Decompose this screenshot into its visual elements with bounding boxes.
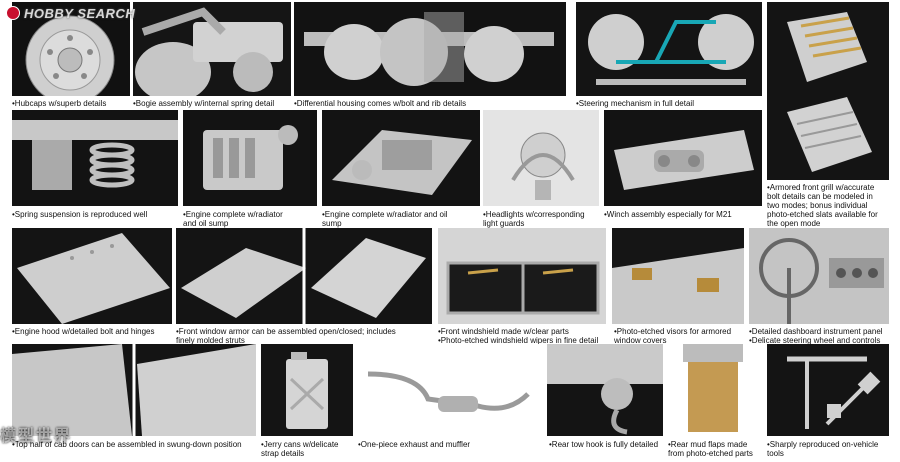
exhaust-image: [358, 344, 542, 436]
caption-hood: •Engine hood w/detailed bolt and hinges: [12, 327, 155, 336]
panel-engine2: [322, 110, 480, 206]
panel-spring: [12, 110, 178, 206]
caption-visors: •Photo-etched visors for armored window …: [614, 327, 732, 345]
panel-front-window: [176, 228, 432, 324]
winch-image: [604, 110, 762, 206]
engine1-image: [183, 110, 317, 206]
logo-mark-icon: [6, 6, 20, 20]
watermark-text: 模型世界: [0, 428, 73, 445]
tools-image: [767, 344, 889, 436]
hubcap-image: [12, 2, 130, 96]
panel-engine1: [183, 110, 317, 206]
windshield-image: [438, 228, 606, 324]
caption-differential: •Differential housing comes w/bolt and r…: [294, 99, 467, 108]
caption-tow-hook: •Rear tow hook is fully detailed: [549, 440, 659, 449]
panel-tools: [767, 344, 889, 436]
panel-headlights: [483, 110, 599, 206]
dashboard-image: [749, 228, 889, 324]
caption-bogie: •Bogie assembly w/internal spring detail: [133, 99, 275, 108]
spring-image: [12, 110, 178, 206]
visors-image: [612, 228, 744, 324]
tow-hook-image: [547, 344, 663, 436]
caption-winch: •Winch assembly especially for M21: [604, 210, 732, 219]
caption-windshield: •Front windshield made w/clear parts •Ph…: [438, 327, 599, 345]
panel-steering: [576, 2, 762, 96]
panel-winch: [604, 110, 762, 206]
headlights-image: [483, 110, 599, 206]
panel-cab-doors: [12, 344, 256, 436]
caption-steering: •Steering mechanism in full detail: [576, 99, 694, 108]
front-window-image: [176, 228, 432, 324]
panel-armored-grill: [767, 2, 889, 180]
panel-hood: [12, 228, 172, 324]
differential-image: [294, 2, 566, 96]
engine2-image: [322, 110, 480, 206]
panel-tow-hook: [547, 344, 663, 436]
panel-jerry: [261, 344, 353, 436]
watermark-url: www.moxingworld.com: [10, 448, 102, 458]
caption-mud-flaps: •Rear mud flaps made from photo-etched p…: [668, 440, 753, 458]
bogie-image: [133, 2, 291, 96]
caption-jerry: •Jerry cans w/delicate strap details: [261, 440, 339, 458]
panel-differential: [294, 2, 566, 96]
caption-armored-grill: •Armored front grill w/accurate bolt det…: [767, 183, 878, 228]
panel-bogie: [133, 2, 291, 96]
caption-spring: •Spring suspension is reproduced well: [12, 210, 148, 219]
mud-flaps-image: [668, 344, 762, 436]
panel-dashboard: [749, 228, 889, 324]
caption-engine1: •Engine complete w/radiator and oil sump: [183, 210, 283, 228]
cab-doors-image: [12, 344, 256, 436]
caption-dashboard: •Detailed dashboard instrument panel •De…: [749, 327, 883, 345]
caption-tools: •Sharply reproduced on-vehicle tools: [767, 440, 879, 458]
caption-hubcaps: •Hubcaps w/superb details: [12, 99, 107, 108]
hood-image: [12, 228, 172, 324]
panel-exhaust: [358, 344, 542, 436]
armored-grill-image: [767, 2, 889, 180]
panel-visors: [612, 228, 744, 324]
panel-windshield: [438, 228, 606, 324]
caption-exhaust: •One-piece exhaust and muffler: [358, 440, 471, 449]
caption-cab-doors: •Top half of cab doors can be assembled …: [12, 440, 242, 449]
panel-hubcaps: [12, 2, 130, 96]
jerry-image: [261, 344, 353, 436]
steering-image: [576, 2, 762, 96]
caption-headlights: •Headlights w/corresponding light guards: [483, 210, 585, 228]
hobby-search-logo: HOBBY SEARCH: [6, 4, 135, 22]
panel-mud-flaps: [668, 344, 762, 436]
logo-text: HOBBY SEARCH: [24, 5, 136, 21]
caption-front-window: •Front window armor can be assembled ope…: [176, 327, 396, 345]
caption-engine2: •Engine complete w/radiator and oil sump: [322, 210, 448, 228]
